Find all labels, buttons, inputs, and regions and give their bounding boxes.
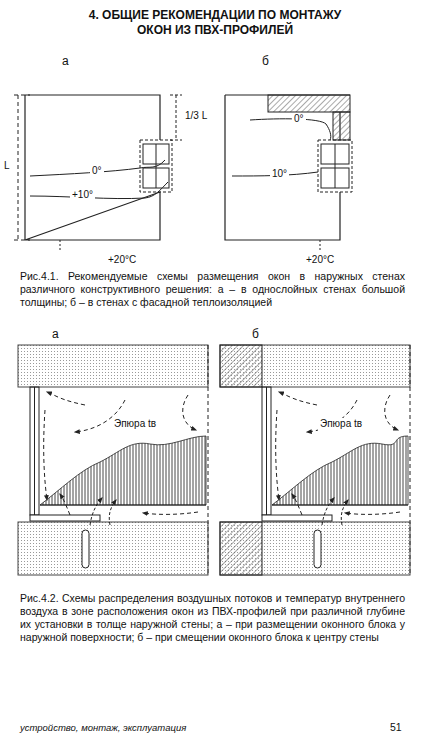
air-flow xyxy=(345,512,400,514)
insulation xyxy=(333,112,350,140)
isotherm xyxy=(250,119,331,140)
figure-label: +20°C xyxy=(306,254,334,267)
figure-caption: Рис.4.2. Схемы распределения воздушных п… xyxy=(20,592,405,645)
glass xyxy=(335,144,336,188)
window-block xyxy=(262,387,271,515)
glass xyxy=(34,387,35,515)
air-flow xyxy=(341,500,348,525)
wall-section xyxy=(220,522,262,575)
insulation xyxy=(268,95,350,112)
air-flow xyxy=(109,500,116,525)
dimension-line xyxy=(14,95,30,240)
air-flow xyxy=(183,395,196,430)
figure-label: б xyxy=(262,54,269,69)
air-flow xyxy=(322,498,334,525)
glass xyxy=(266,387,267,515)
air-flow xyxy=(385,395,398,430)
air-flow xyxy=(44,410,47,500)
figure-caption: Рис.4.1. Рекомендуемые схемы размещения … xyxy=(20,270,405,309)
air-flow xyxy=(143,512,198,514)
air-flow xyxy=(279,392,317,405)
figure-label: Эпюра tв xyxy=(318,418,364,431)
figure-label: +20°C xyxy=(108,254,136,267)
figure-label: L xyxy=(4,160,10,173)
figure-label: 0° xyxy=(90,165,104,178)
air-flow xyxy=(60,494,70,515)
air-flow xyxy=(292,494,302,515)
figure-label: Эпюра tв xyxy=(112,418,158,431)
radiator xyxy=(314,530,321,568)
wall-section xyxy=(18,522,208,575)
air-flow xyxy=(276,410,279,500)
wall-section xyxy=(220,345,410,387)
figure-label: а xyxy=(62,54,69,69)
figure-label: 0° xyxy=(292,113,306,126)
figure-label: 51 xyxy=(390,721,402,734)
epure-base xyxy=(272,505,408,506)
page-title: 4. ОБЩИЕ РЕКОМЕНДАЦИИ ПО МОНТАЖУ ОКОН ИЗ… xyxy=(70,8,360,38)
window-block xyxy=(318,140,352,192)
dimension-line xyxy=(320,240,321,250)
temperature-epure xyxy=(40,436,206,505)
running-footer: устройство, монтаж, эксплуатация xyxy=(20,722,186,734)
wall-section xyxy=(220,345,262,387)
wall-outline xyxy=(24,95,25,240)
figure-label: а xyxy=(52,327,59,342)
figure-label: б xyxy=(252,327,259,342)
dimension-line xyxy=(60,240,61,250)
window-sill xyxy=(262,515,332,521)
epure-base xyxy=(40,505,206,506)
wall-section xyxy=(220,522,410,575)
window-sill xyxy=(30,515,100,521)
dimension-line xyxy=(170,95,182,140)
window-block xyxy=(30,387,39,515)
air-flow xyxy=(47,392,85,405)
wall-outline xyxy=(225,95,350,240)
radiator xyxy=(82,530,89,568)
figure-label: 10° xyxy=(270,168,289,181)
figure-label: +10° xyxy=(70,189,95,202)
wall-section xyxy=(18,345,208,387)
drawing xyxy=(14,95,410,575)
air-flow xyxy=(90,498,102,525)
isotherm xyxy=(30,182,168,199)
figure-label: 1/3 L xyxy=(185,110,207,123)
